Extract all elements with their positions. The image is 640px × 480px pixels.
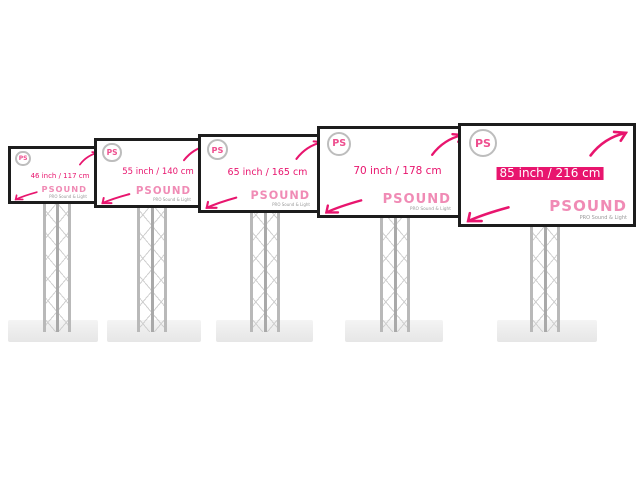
brand-tagline: PRO Sound & Light: [579, 215, 627, 221]
brand-tagline: PRO Sound & Light: [49, 193, 87, 199]
tv-screen: PS 65 inch / 165 cm PSOUND PRO Sound & L…: [198, 134, 331, 213]
truss-column: [43, 204, 71, 332]
brand-name: PSOUND: [549, 196, 627, 215]
screen-size-label: 65 inch / 165 cm: [227, 166, 308, 178]
diagonal-arrows-icon: [466, 130, 629, 223]
truss-column: [137, 208, 167, 332]
ps-logo-icon: PS: [102, 143, 122, 163]
screen-size-label: 46 inch / 117 cm: [30, 171, 90, 180]
ps-logo-icon: PS: [206, 139, 228, 161]
tv-screen: PS 85 inch / 216 cm PSOUND PRO Sound & L…: [458, 123, 636, 227]
brand-name: PSOUND: [135, 185, 191, 198]
brand-tagline: PRO Sound & Light: [153, 197, 191, 203]
brand-name: PSOUND: [41, 184, 87, 195]
psound-brand: PSOUND PRO Sound & Light: [549, 196, 627, 221]
brand-tagline: PRO Sound & Light: [409, 207, 451, 213]
tv-screen: PS 70 inch / 178 cm PSOUND PRO Sound & L…: [317, 126, 472, 218]
screen-size-label: 70 inch / 178 cm: [353, 164, 442, 177]
screen-size-label: 55 inch / 140 cm: [122, 167, 194, 178]
brand-tagline: PRO Sound & Light: [272, 201, 310, 207]
psound-brand: PSOUND PRO Sound & Light: [42, 185, 87, 199]
psound-brand: PSOUND PRO Sound & Light: [383, 192, 451, 212]
ps-logo-icon: PS: [15, 150, 31, 167]
psound-brand: PSOUND PRO Sound & Light: [136, 186, 191, 203]
brand-name: PSOUND: [250, 189, 310, 203]
brand-name: PSOUND: [382, 192, 451, 208]
ps-logo-icon: PS: [326, 131, 352, 156]
tv-screen: PS 55 inch / 140 cm PSOUND PRO Sound & L…: [94, 138, 216, 208]
tv-screen: PS 46 inch / 117 cm PSOUND PRO Sound & L…: [8, 146, 106, 204]
truss-column: [530, 227, 560, 332]
screen-size-label: 85 inch / 216 cm: [496, 166, 604, 181]
ps-logo-icon: PS: [469, 129, 497, 157]
truss-column: [380, 218, 410, 332]
truss-column: [250, 213, 280, 332]
psound-brand: PSOUND PRO Sound & Light: [250, 189, 310, 208]
